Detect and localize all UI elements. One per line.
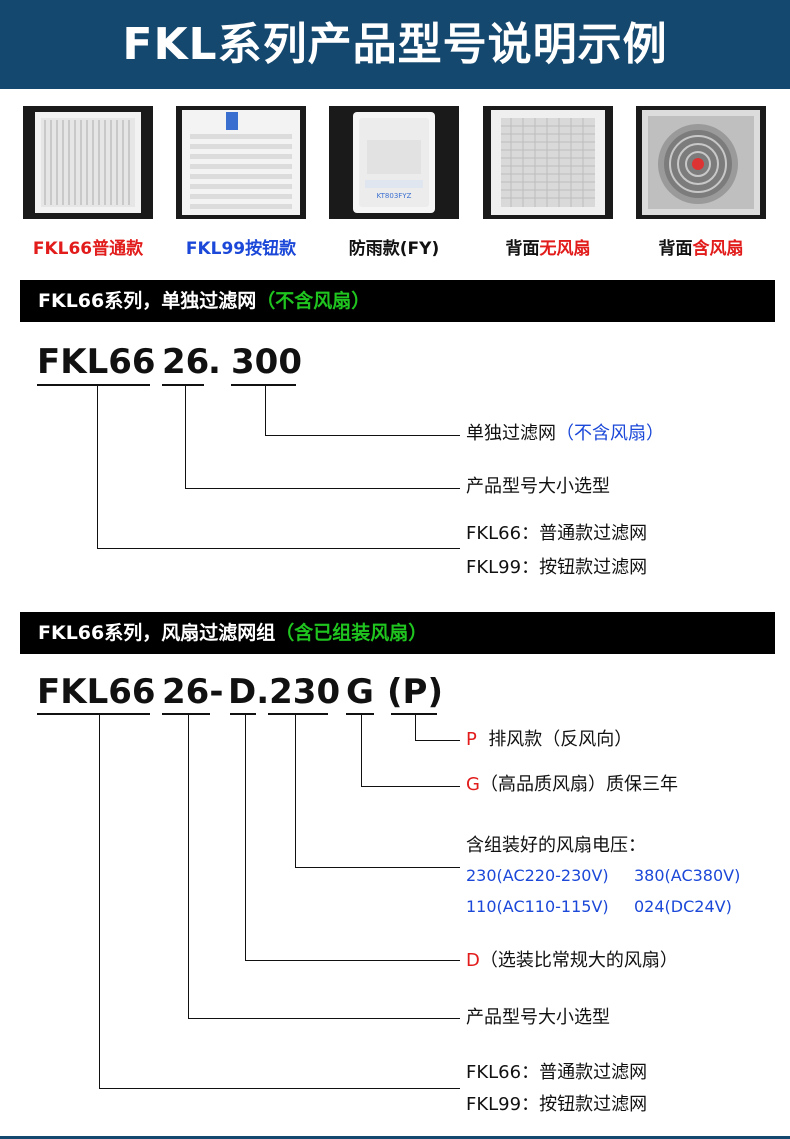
- code-part-series: FKL66: [37, 342, 156, 382]
- annotation-size-select: 产品型号大小选型: [466, 476, 610, 497]
- section-title-filter-only: FKL66系列，单独过滤网（不含风扇）: [38, 280, 370, 322]
- underline2-series: [37, 713, 150, 715]
- underline2-size: [162, 713, 210, 715]
- connector2-voltage-v: [295, 714, 296, 867]
- underline2-voltage: [268, 713, 328, 715]
- code2-part-g: G: [346, 672, 374, 712]
- product-label-no-fan: 无风扇: [539, 239, 591, 259]
- annotation-quality-letter: G: [466, 774, 480, 795]
- connector2-g-h: [361, 786, 460, 787]
- connector-filter-v: [265, 385, 266, 435]
- underline-size: [162, 384, 204, 386]
- connector2-g-v: [361, 714, 362, 786]
- connector2-size-v: [188, 714, 189, 1018]
- underline2-d: [230, 713, 256, 715]
- product-label-back-plain: 背面: [505, 239, 540, 259]
- connector2-series-h: [99, 1088, 460, 1089]
- product-label-rainproof: 防雨款(FY): [348, 239, 440, 259]
- annotation2-fkl99-filter: FKL99：按钮款过滤网: [466, 1094, 648, 1115]
- connector2-d-v: [245, 714, 246, 960]
- connector2-p-v: [415, 714, 416, 740]
- annotation-fkl99-filter: FKL99：按钮款过滤网: [466, 557, 648, 578]
- annotation-exhaust: P 排风款（反风向）: [466, 728, 632, 752]
- section-title-fan-filter: FKL66系列，风扇过滤网组（含已组装风扇）: [38, 612, 427, 654]
- voltage-option-230: 230(AC220-230V): [466, 866, 609, 885]
- connector2-d-h: [245, 960, 460, 961]
- voltage-option-380: 380(AC380V): [634, 866, 741, 885]
- product-image-fkl99: [176, 106, 306, 219]
- annotation-fkl66-filter: FKL66：普通款过滤网: [466, 523, 648, 544]
- code-part-size: 26: [162, 342, 210, 382]
- code-part-filter: 300: [231, 342, 302, 382]
- section-bar-fan-filter: FKL66系列，风扇过滤网组（含已组装风扇）: [20, 612, 775, 654]
- connector-filter-h: [265, 435, 460, 436]
- annotation-filter-only-highlight: （不含风扇）: [556, 423, 664, 444]
- annotation2-fkl66-filter: FKL66：普通款过滤网: [466, 1062, 648, 1083]
- section1-title-text: FKL66系列，单独过滤网: [38, 290, 257, 312]
- voltage-option-024: 024(DC24V): [634, 897, 732, 916]
- section-bar-filter-only: FKL66系列，单独过滤网（不含风扇）: [20, 280, 775, 322]
- annotation-quality-text: （高品质风扇）质保三年: [479, 774, 678, 795]
- annotation-exhaust-letter: P: [466, 729, 477, 750]
- section1-title-highlight: （不含风扇）: [256, 290, 371, 312]
- connector2-size-h: [188, 1018, 460, 1019]
- header-banner: FKL系列产品型号说明示例: [0, 0, 790, 89]
- code-part-dot: .: [208, 342, 221, 382]
- underline-filter: [231, 384, 296, 386]
- connector-size-h: [185, 488, 460, 489]
- connector2-p-h: [415, 740, 460, 741]
- product-label-fkl99: FKL99按钮款: [185, 239, 297, 259]
- product-label-with-fan: 含风扇: [692, 239, 744, 259]
- annotation-filter-only-text: 单独过滤网: [466, 423, 556, 444]
- code2-part-p: (P): [387, 672, 443, 712]
- rainproof-model-text: KT803FYZ: [377, 192, 412, 200]
- product-label-back-no-fan: 背面无风扇: [473, 234, 623, 259]
- code2-part-series: FKL66: [37, 672, 156, 712]
- connector-size-v: [185, 385, 186, 488]
- code2-part-size: 26-: [162, 672, 224, 712]
- annotation2-size-select: 产品型号大小选型: [466, 1007, 610, 1028]
- product-image-fkl66: [23, 106, 153, 219]
- footer-divider: [0, 1136, 790, 1139]
- product-label-back-plain-2: 背面: [658, 239, 693, 259]
- code2-part-voltage: D.230: [228, 672, 341, 712]
- product-label-fkl66: FKL66普通款: [32, 239, 144, 259]
- product-image-rainproof: KT803FYZ: [329, 106, 459, 219]
- annotation-large-fan: D（选装比常规大的风扇）: [466, 949, 678, 973]
- underline-series: [37, 384, 150, 386]
- section2-title-text: FKL66系列，风扇过滤网组: [38, 622, 276, 644]
- connector-series-v: [97, 385, 98, 548]
- page-title: FKL系列产品型号说明示例: [122, 19, 668, 70]
- annotation-filter-only: 单独过滤网（不含风扇）: [466, 422, 664, 446]
- connector2-voltage-h: [295, 867, 460, 868]
- underline2-g: [346, 713, 374, 715]
- annotation-quality-fan: G（高品质风扇）质保三年: [466, 773, 678, 797]
- section2-title-highlight: （含已组装风扇）: [275, 622, 428, 644]
- connector-series-h: [97, 548, 460, 549]
- product-image-back-no-fan: [483, 106, 613, 219]
- annotation-voltage-title: 含组装好的风扇电压：: [466, 835, 646, 856]
- connector2-series-v: [99, 714, 100, 1088]
- underline2-p: [391, 713, 437, 715]
- annotation-large-fan-letter: D: [466, 950, 480, 971]
- product-image-back-with-fan: [636, 106, 766, 219]
- product-label-back-with-fan: 背面含风扇: [626, 234, 776, 259]
- annotation-large-fan-text: （选装比常规大的风扇）: [479, 950, 678, 971]
- annotation-exhaust-text: 排风款（反风向）: [488, 729, 633, 750]
- voltage-option-110: 110(AC110-115V): [466, 897, 609, 916]
